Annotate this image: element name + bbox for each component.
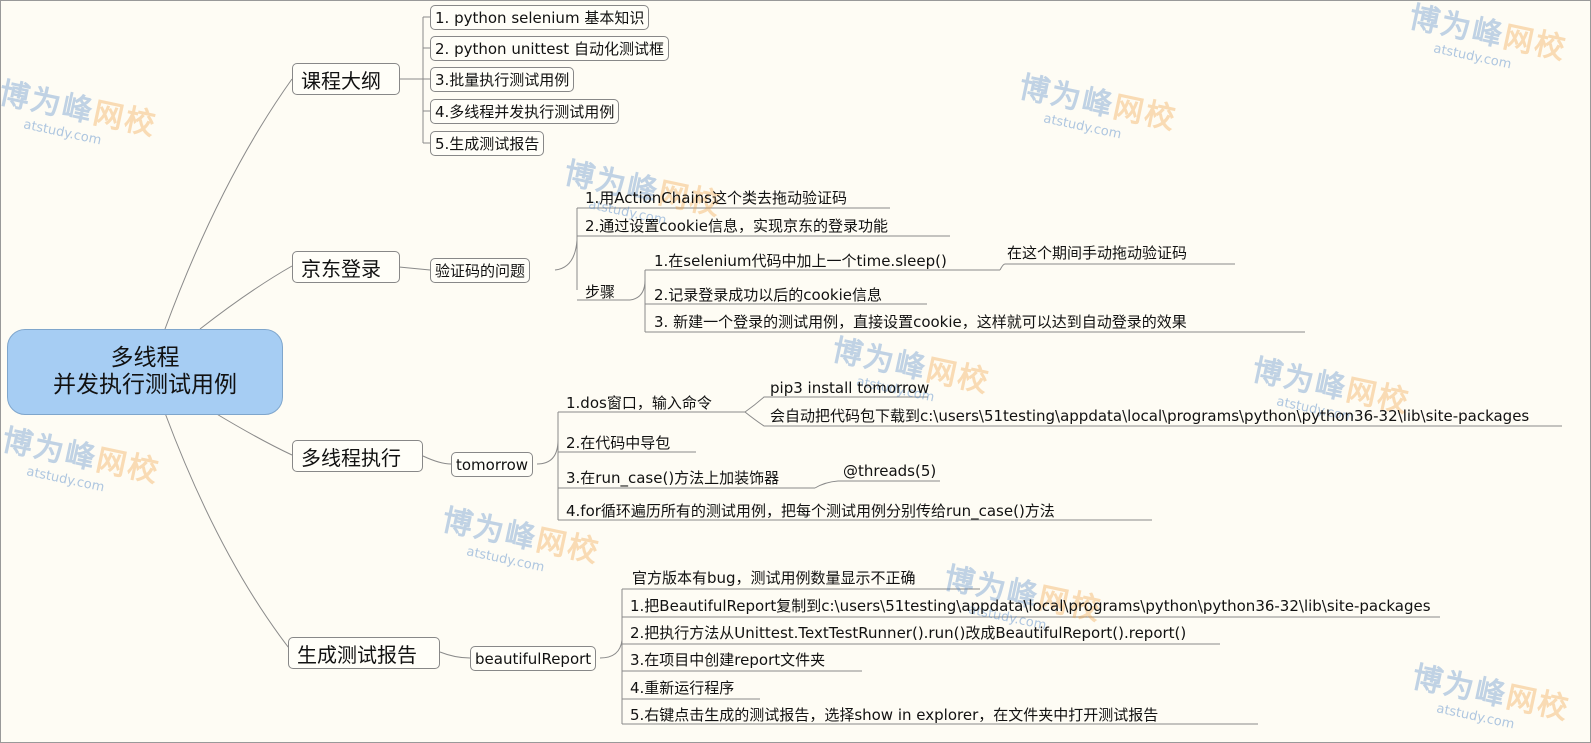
subtopic-captcha-problem[interactable]: 验证码的问题 (430, 258, 531, 283)
report-item[interactable]: 4.重新运行程序 (630, 679, 735, 697)
multithread-item[interactable]: 4.for循环遍历所有的测试用例，把每个测试用例分别传给run_case()方法 (566, 502, 1055, 520)
outline-item[interactable]: 2. python unittest 自动化测试框 (430, 36, 669, 61)
jd-step[interactable]: 2.记录登录成功以后的cookie信息 (654, 286, 882, 304)
decorator-note[interactable]: @threads(5) (843, 462, 937, 480)
root-title-line1: 多线程 (110, 345, 180, 371)
report-item[interactable]: 3.在项目中创建report文件夹 (630, 651, 826, 669)
outline-item[interactable]: 3.批量执行测试用例 (430, 67, 575, 92)
topic-course-outline[interactable]: 课程大纲 (292, 63, 400, 95)
root-topic[interactable]: 多线程 并发执行测试用例 (7, 329, 283, 415)
jd-item[interactable]: 1.用ActionChains这个类去拖动验证码 (585, 189, 847, 207)
topic-multithread[interactable]: 多线程执行 (292, 440, 423, 472)
jd-step1-note[interactable]: 在这个期间手动拖动验证码 (1007, 244, 1188, 262)
outline-item[interactable]: 4.多线程并发执行测试用例 (430, 99, 620, 124)
report-item[interactable]: 5.右键点击生成的测试报告，选择show in explorer，在文件夹中打开… (630, 706, 1159, 724)
jd-step[interactable]: 3. 新建一个登录的测试用例，直接设置cookie，这样就可以达到自动登录的效果 (654, 313, 1187, 331)
subtopic-beautifulreport[interactable]: beautifulReport (470, 646, 597, 671)
multithread-item[interactable]: 2.在代码中导包 (566, 434, 671, 452)
cmd-note[interactable]: pip3 install tomorrow (770, 379, 930, 397)
multithread-item[interactable]: 1.dos窗口，输入命令 (566, 394, 712, 412)
root-title-line2: 并发执行测试用例 (53, 372, 237, 398)
report-item[interactable]: 官方版本有bug，测试用例数量显示不正确 (632, 569, 916, 587)
jd-step[interactable]: 1.在selenium代码中加上一个time.sleep() (654, 252, 947, 270)
subtopic-tomorrow[interactable]: tomorrow (451, 452, 534, 477)
jd-item[interactable]: 2.通过设置cookie信息，实现京东的登录功能 (585, 217, 888, 235)
report-item[interactable]: 1.把BeautifulReport复制到c:\users\51testing\… (630, 597, 1431, 615)
topic-report[interactable]: 生成测试报告 (288, 637, 440, 669)
topic-jd-login[interactable]: 京东登录 (292, 251, 400, 283)
multithread-item[interactable]: 3.在run_case()方法上加装饰器 (566, 469, 780, 487)
outline-item[interactable]: 5.生成测试报告 (430, 131, 545, 156)
report-item[interactable]: 2.把执行方法从Unittest.TextTestRunner().run()改… (630, 624, 1187, 642)
outline-item[interactable]: 1. python selenium 基本知识 (430, 5, 650, 30)
cmd-note[interactable]: 会自动把代码包下载到c:\users\51testing\appdata\loc… (770, 407, 1530, 425)
jd-steps-label[interactable]: 步骤 (585, 283, 616, 301)
